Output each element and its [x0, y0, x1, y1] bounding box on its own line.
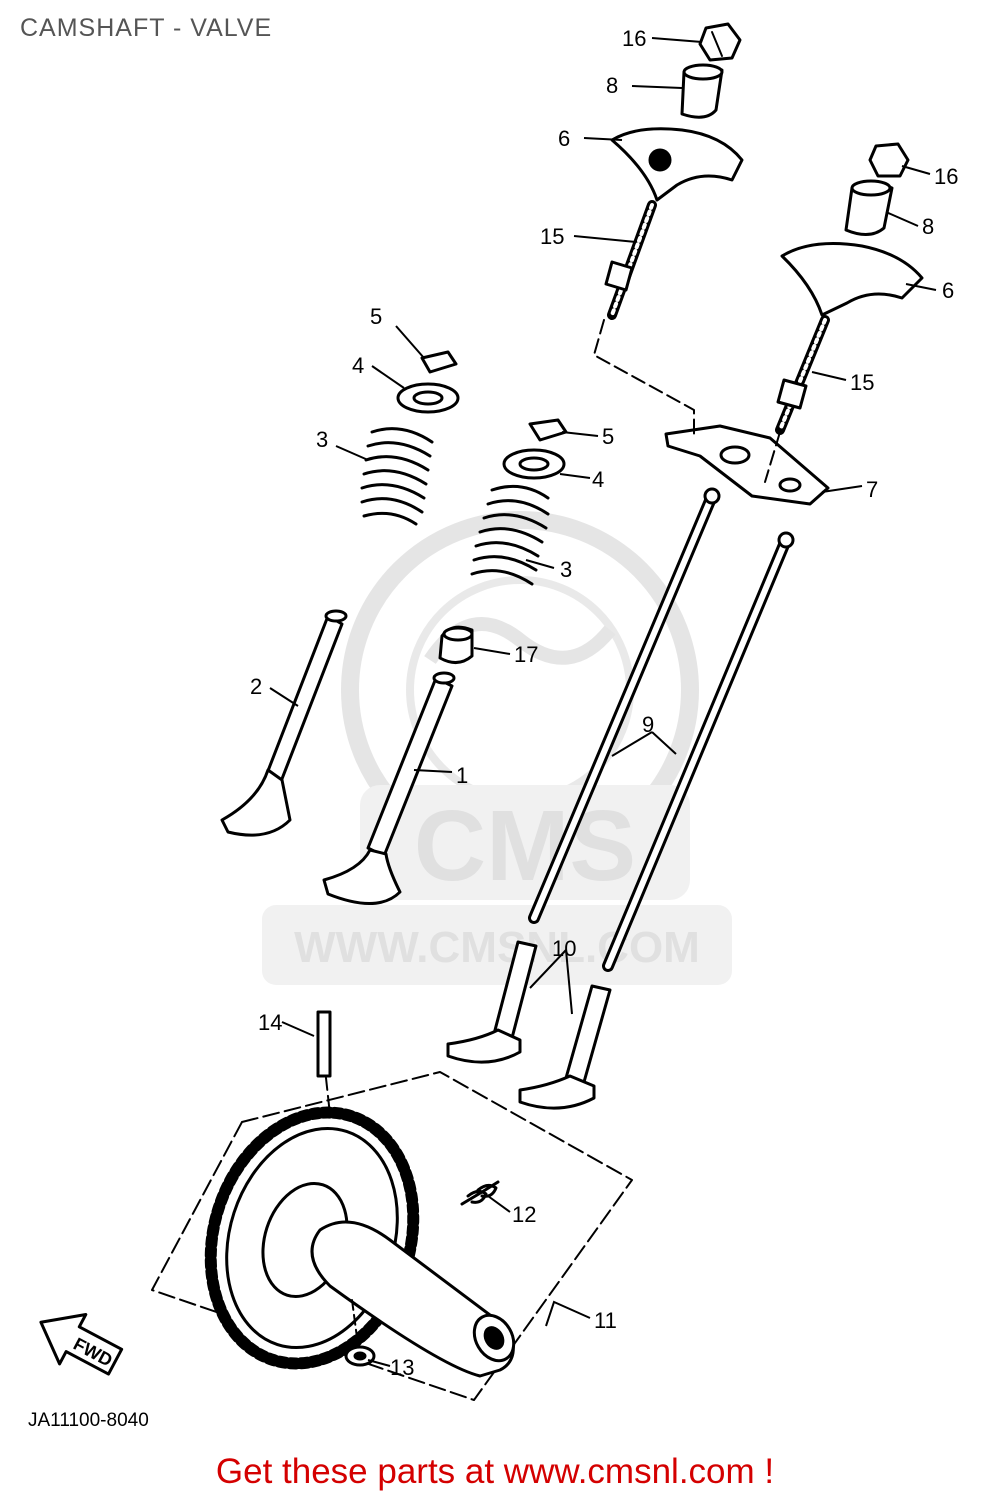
push-rod-left: [528, 487, 721, 924]
callout-2: 2: [250, 674, 262, 699]
cam-gear: [204, 1106, 420, 1370]
callout-14: 14: [258, 1010, 282, 1035]
rocker-arm-second: [780, 242, 924, 317]
valve-cotter-right: [528, 418, 568, 442]
spring-retainer-right: [502, 448, 566, 480]
callout-3-left: 3: [316, 427, 328, 452]
drawing-code: JA11100-8040: [28, 1410, 149, 1431]
rocker-nut-second: [868, 142, 910, 178]
callout-13: 13: [390, 1355, 414, 1380]
callout-17: 17: [514, 642, 538, 667]
watermark: CMS WWW.CMSNL.COM: [262, 511, 732, 985]
callout-11: 11: [594, 1308, 617, 1333]
rocker-arm-top: [610, 127, 744, 202]
watermark-brand: CMS: [414, 790, 636, 902]
rocker-shaft-bushing-top: [680, 63, 724, 119]
camshaft-washer: [344, 1345, 376, 1367]
valve-spring-left: [360, 427, 434, 526]
callout-12: 12: [512, 1202, 536, 1227]
valve-stem-seal: [438, 625, 474, 664]
callout-8-top: 8: [606, 73, 618, 98]
valve-cotter-left: [420, 350, 458, 374]
camshaft-assembly-outline: [151, 1071, 633, 1401]
callout-16-top: 16: [622, 26, 646, 51]
parts-link-banner[interactable]: Get these parts at www.cmsnl.com !: [215, 1452, 775, 1491]
valve-intake: [322, 671, 456, 905]
camshaft-pin: [316, 1010, 332, 1078]
spring-retainer-left: [396, 382, 460, 414]
valve-exhaust: [220, 609, 348, 837]
rocker-nut-top: [698, 22, 742, 62]
rocker-shaft-bushing-second: [844, 179, 894, 236]
push-rod-right: [602, 531, 795, 972]
callout-7: 7: [866, 477, 878, 502]
callout-4-right: 4: [592, 467, 604, 492]
tappet-left: [446, 940, 538, 1064]
callout-16-second: 16: [934, 164, 958, 189]
callout-8-second: 8: [922, 214, 934, 239]
decompression-spring: [460, 1180, 500, 1206]
page-title: CAMSHAFT - VALVE: [20, 14, 273, 42]
adjusting-screw-second: [775, 315, 830, 435]
callout-6-top: 6: [558, 126, 570, 151]
watermark-url: WWW.CMSNL.COM: [294, 923, 700, 972]
callout-5-left: 5: [370, 304, 382, 329]
callout-1: 1: [456, 763, 468, 788]
callout-6-second: 6: [942, 278, 954, 303]
callout-10: 10: [552, 936, 576, 961]
callout-9: 9: [642, 712, 654, 737]
callout-15-second: 15: [850, 370, 874, 395]
camshaft: [310, 1220, 516, 1378]
fwd-arrow-icon: FWD: [39, 1312, 124, 1376]
callout-3-right: 3: [560, 557, 572, 582]
callout-15-top: 15: [540, 224, 564, 249]
valve-spring-right: [470, 484, 550, 586]
callout-5-right: 5: [602, 424, 614, 449]
tappet-right: [518, 984, 612, 1110]
rocker-base-plate: [664, 424, 830, 506]
callout-4-left: 4: [352, 353, 364, 378]
adjusting-screw-top: [604, 200, 657, 320]
